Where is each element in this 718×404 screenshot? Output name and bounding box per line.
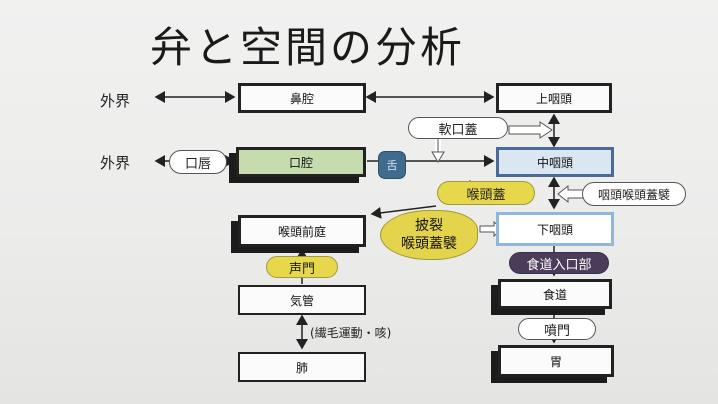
laryngeal-vestibule-box: 喉頭前庭	[238, 215, 366, 247]
esophagus-box: 食道	[498, 279, 612, 309]
aryepiglottic-fold-valve: 披裂 喉頭蓋襞	[380, 210, 478, 260]
glottis-valve: 声門	[266, 256, 338, 278]
aryepiglottic-label-line1: 披裂	[415, 218, 443, 234]
epipharynx-box: 上咽頭	[496, 83, 612, 113]
nasal-cavity-box: 鼻腔	[238, 83, 366, 113]
stomach-box: 胃	[498, 345, 614, 377]
hypopharynx-box: 下咽頭	[496, 212, 614, 246]
outer-world-label-oral: 外界	[100, 154, 131, 172]
pharyngoepiglottic-fold-valve: 咽頭喉頭蓋襞	[582, 182, 686, 206]
lips-valve: 口唇	[169, 150, 227, 174]
soft-palate-valve: 軟口蓋	[408, 117, 508, 139]
outer-world-label-top: 外界	[100, 92, 131, 110]
cilia-cough-note: (繊毛運動・咳)	[310, 326, 392, 340]
slide-title: 弁と空間の分析	[150, 23, 466, 72]
oral-cavity-box: 口腔	[236, 147, 366, 177]
epiglottis-valve: 喉頭蓋	[437, 181, 535, 205]
mesopharynx-box: 中咽頭	[496, 147, 614, 177]
tongue-valve: 舌	[378, 151, 406, 179]
cardia-valve: 噴門	[518, 318, 596, 340]
aryepiglottic-label-line2: 喉頭蓋襞	[401, 236, 457, 252]
lung-box: 肺	[238, 352, 366, 382]
esophageal-inlet-valve: 食道入口部	[509, 252, 609, 274]
trachea-box: 気管	[238, 285, 366, 315]
